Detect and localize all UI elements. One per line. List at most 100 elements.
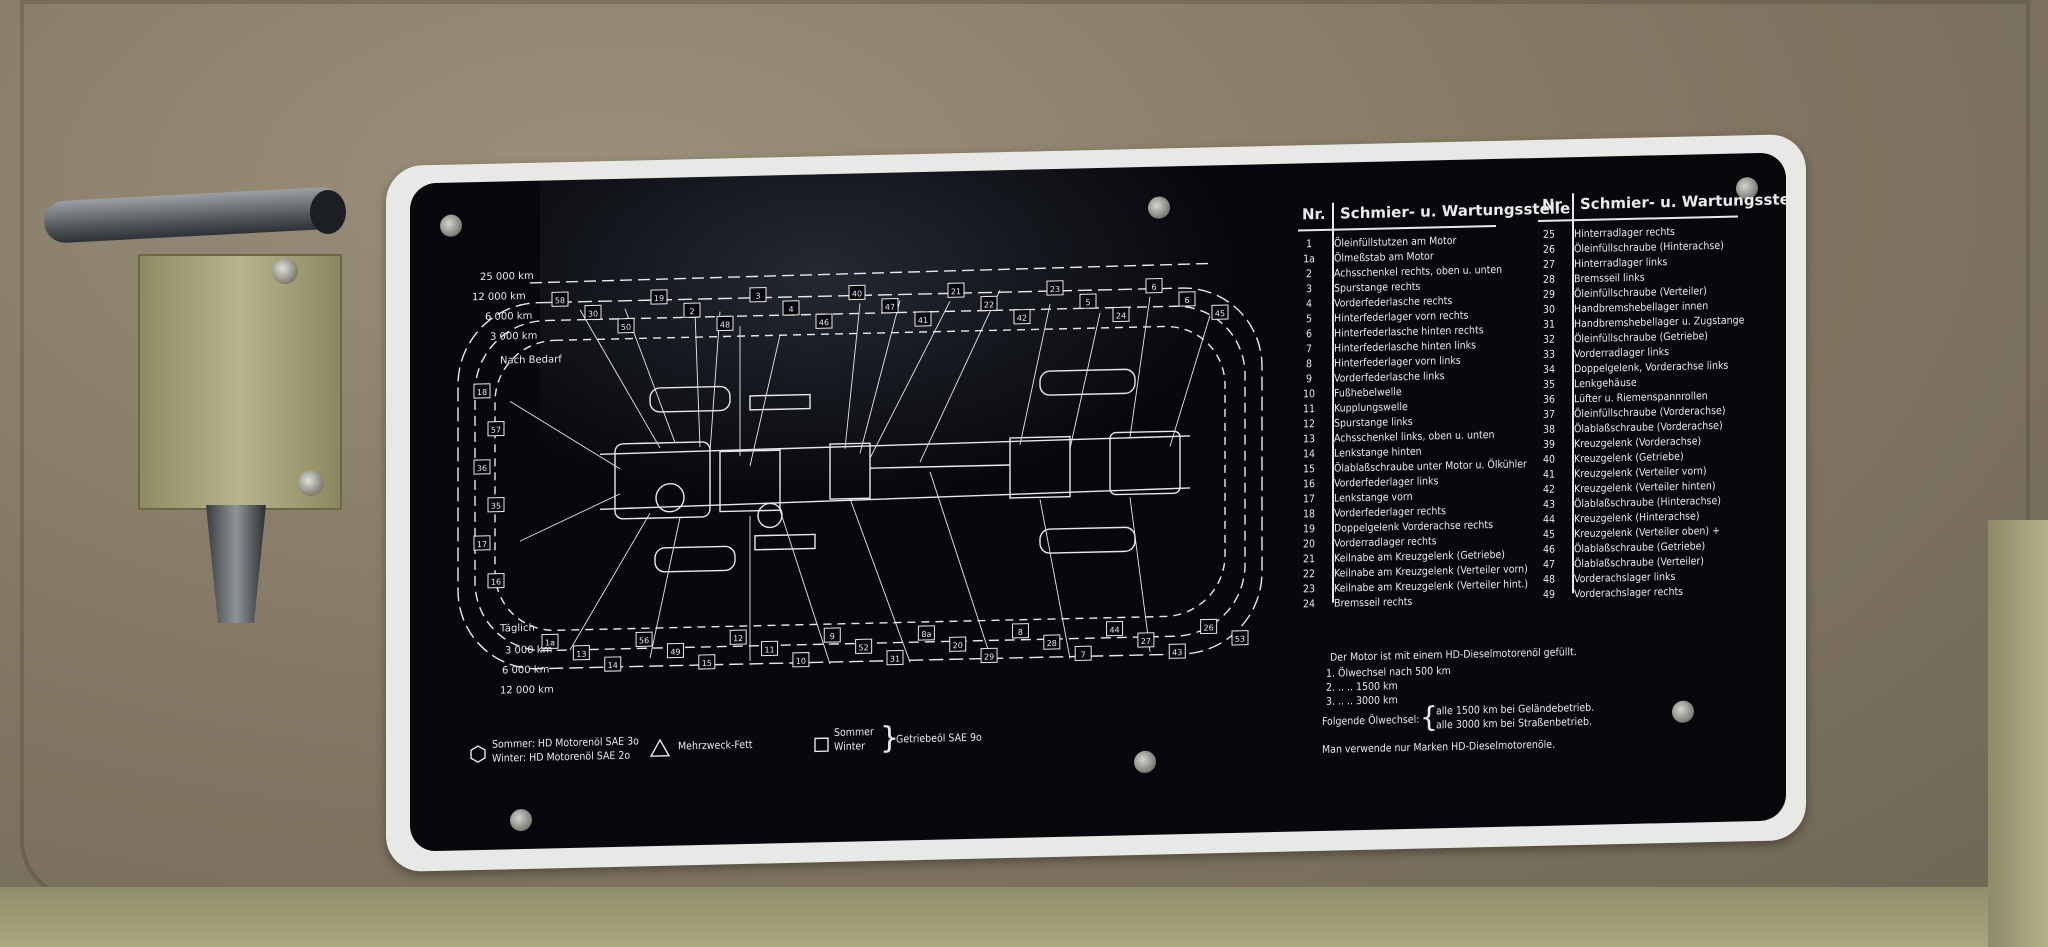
steering-wheel [757,502,783,529]
callout-marker [1011,623,1029,639]
callout-marker [604,656,622,672]
item-text: Hinterfederlager vorn links [1334,354,1461,370]
callout-label: 56 [639,636,649,645]
interval-line-25000 [529,262,1211,284]
item-number: 24 [1302,598,1316,611]
callout-marker [1112,306,1130,323]
gearbox [719,449,781,513]
item-number: 31 [1542,318,1556,331]
callout-label: 6 [1184,296,1189,305]
item-text: Hinterfederlasche hinten links [1334,339,1477,355]
item-text: Doppelgelenk, Vorderachse links [1574,359,1729,376]
callout-label: 7 [1081,650,1086,659]
rivet [440,214,462,237]
callout-marker [1145,278,1163,294]
callout-label: 17 [477,540,487,549]
callout-label: 58 [555,296,565,305]
interval-label-6000: 6 000 km [485,311,532,323]
callout-marker [1211,304,1229,320]
callout-label: 41 [918,316,928,325]
item-number: 32 [1542,333,1556,346]
callout-marker [1106,620,1124,637]
header-rule-left [1298,224,1496,231]
item-text: Lenkstange vorn [1334,490,1413,505]
item-text: Ölablaßschraube (Vorderachse) [1574,419,1723,436]
item-number: 29 [1542,288,1556,301]
callout-label: 46 [819,318,829,327]
item-number: 46 [1542,543,1556,556]
item-number: 21 [1302,553,1316,566]
callout-label: 26 [1204,623,1214,632]
item-number: 38 [1542,423,1556,436]
item-number: 5 [1305,313,1312,326]
item-text: Kreuzgelenk (Verteiler hinten) [1574,479,1716,496]
oil-footer: Man verwende nur Marken HD-Dieselmotoren… [1322,738,1556,756]
callout-label: 8a [921,630,931,639]
callout-label: 2 [689,307,694,316]
latch-bracket [138,254,342,510]
item-number: 1a [1303,253,1315,266]
item-text: Öleinfüllstutzen am Motor [1334,234,1457,250]
front-hub [655,483,685,513]
item-number: 7 [1305,343,1312,356]
callout-label: 57 [491,426,501,435]
interval-label-12000: 12 000 km [472,291,526,303]
bottom-trim [0,887,2048,947]
callout-label: 29 [984,652,994,661]
callout-marker [980,295,998,312]
item-text: Lenkstange hinten [1334,445,1422,460]
callout-marker [487,420,505,437]
item-number: 13 [1302,433,1316,446]
callout-marker [1079,293,1097,309]
callout-marker [782,300,800,316]
item-number: 27 [1542,258,1556,271]
callout-marker [487,572,505,589]
interval-label-12000-bottom: 12 000 km [500,684,554,696]
callout-label: 10 [796,657,806,666]
interval-label-6000-bottom: 6 000 km [502,664,549,676]
callout-marker [823,627,841,643]
item-text: Doppelgelenk Vorderachse rechts [1334,519,1493,535]
item-number: 36 [1542,393,1556,406]
callout-marker [947,282,965,298]
item-number: 4 [1305,298,1312,311]
item-text: Kreuzgelenk (Verteiler oben) + [1574,524,1720,541]
item-text: Öleinfüllschraube (Verteiler) [1574,285,1707,301]
diagram-callouts: 5830501924834464047412122422352466451a13… [473,278,1249,672]
item-number: 22 [1302,568,1316,581]
callout-label: 24 [1116,311,1126,320]
callout-label: 20 [953,641,963,650]
item-text: Vorderfederlasche rechts [1334,294,1453,310]
interval-label-25000: 25 000 km [480,271,534,283]
chassis-lubrication-diagram: 5830501924834464047412122422352466451a13… [457,262,1263,697]
latch-blade [206,505,266,623]
callout-marker [792,652,810,668]
interval-label-as-needed: Nach Bedarf [500,354,562,366]
callout-marker [716,315,734,332]
callout-label: 16 [491,578,501,587]
header-nr-right: Nr. [1542,195,1566,214]
callout-marker [855,638,873,655]
latch-handle-cap [310,190,346,234]
oil-following-2: alle 3000 km bei Straßenbetrieb. [1436,715,1592,732]
rivet [1672,700,1694,723]
callout-label: 19 [654,294,664,303]
callout-label: 47 [885,303,895,312]
callout-label: 53 [1235,635,1245,644]
callout-label: 36 [477,464,487,473]
item-number: 44 [1542,513,1556,526]
callout-marker [551,291,569,307]
callout-marker [473,535,491,551]
callout-marker [729,629,747,645]
item-text: Spurstange rechts [1334,280,1421,295]
item-number: 15 [1302,463,1316,476]
rear-housing [1109,430,1181,496]
item-number: 9 [1305,373,1312,386]
rear-differential [1009,435,1071,499]
callout-label: 44 [1109,626,1119,635]
callout-label: 49 [670,647,680,656]
item-number: 18 [1302,508,1316,521]
item-number: 8 [1305,358,1312,371]
